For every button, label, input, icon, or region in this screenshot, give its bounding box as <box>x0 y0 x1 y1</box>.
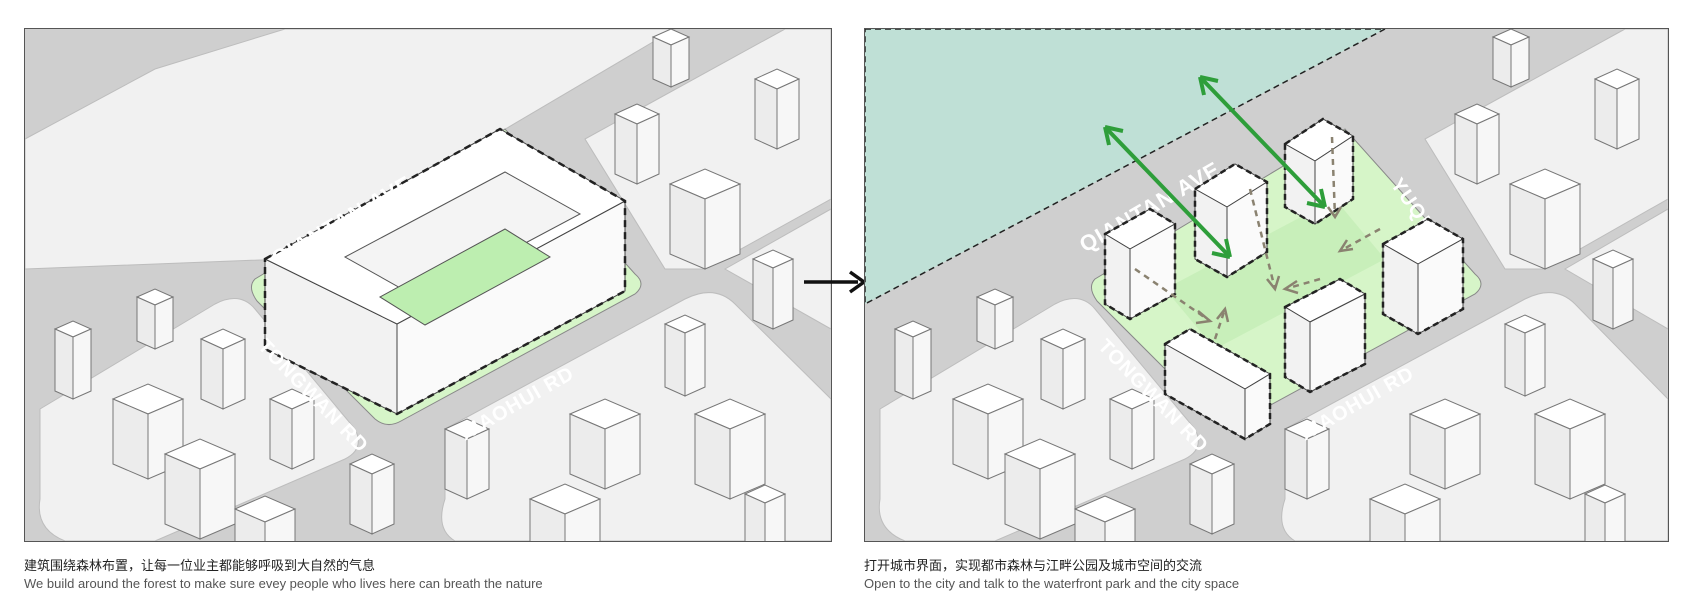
background-buildings <box>53 29 801 541</box>
bg-building <box>268 388 316 470</box>
bg-building <box>443 418 491 500</box>
bg-building <box>163 438 237 540</box>
bg-building <box>668 168 742 270</box>
bg-building <box>199 328 247 410</box>
caption-left-en: We build around the forest to make sure … <box>24 576 543 591</box>
courtyard-building <box>263 127 627 416</box>
view-corridor-arrows <box>1103 75 1327 259</box>
bg-building <box>568 398 642 490</box>
bg-building <box>233 495 297 541</box>
building-block-f <box>1163 327 1272 441</box>
bg-building <box>693 398 767 500</box>
bg-building <box>743 484 787 541</box>
bg-building <box>651 29 691 88</box>
caption-left: 建筑围绕森林布置，让每一位业主都能够呼吸到大自然的气息 We build aro… <box>24 557 543 593</box>
building-block-c <box>1283 117 1355 226</box>
bg-building <box>613 103 661 185</box>
courtyard-forest <box>379 228 551 326</box>
building-block-b <box>1193 162 1269 279</box>
split-buildings <box>1103 117 1465 441</box>
site-diagram-left: QIANTAN AVE TONGWAN RD XIAOHUI RD <box>25 29 831 541</box>
circulation-arrows <box>1134 136 1381 340</box>
diagram-panel-right: QIANTAN AVE YUQIAO TONGWAN RD XIAOHUI RD <box>864 28 1669 542</box>
urban-forest-core <box>1165 199 1385 349</box>
waterfront-park-zone <box>865 29 1386 305</box>
site-diagram-right: QIANTAN AVE YUQIAO TONGWAN RD XIAOHUI RD <box>865 29 1668 541</box>
view-corridor-arrow-icon <box>1198 75 1327 209</box>
caption-right-en: Open to the city and talk to the waterfr… <box>864 576 1240 591</box>
bg-building <box>348 453 396 535</box>
caption-right: 打开城市界面，实现都市森林与江畔公园及城市空间的交流 Open to the c… <box>864 557 1239 593</box>
block-bottom-left <box>38 298 359 541</box>
circulation-arrow-icon <box>1134 267 1211 323</box>
bg-building <box>751 249 795 330</box>
inner-court-wall <box>343 171 582 300</box>
background-buildings <box>893 29 1641 541</box>
diagram-panel-left: QIANTAN AVE TONGWAN RD XIAOHUI RD <box>24 28 832 542</box>
bg-building <box>753 68 801 150</box>
caption-left-zh: 建筑围绕森林布置，让每一位业主都能够呼吸到大自然的气息 <box>24 558 376 573</box>
building-block-d <box>1381 217 1465 336</box>
circulation-arrow-icon <box>1330 136 1337 218</box>
circulation-arrow-icon <box>1339 227 1381 253</box>
circulation-arrow-icon <box>1213 308 1227 340</box>
building-block-e <box>1283 277 1367 394</box>
caption-right-zh: 打开城市界面，实现都市森林与江畔公园及城市空间的交流 <box>864 558 1203 573</box>
bg-building <box>53 320 93 400</box>
building-block-a <box>1103 207 1177 321</box>
view-corridor-arrow-icon <box>1103 125 1232 259</box>
bg-building <box>663 314 707 397</box>
transition-arrow-icon <box>804 270 868 294</box>
bg-building <box>135 288 175 350</box>
bg-building <box>528 483 602 541</box>
